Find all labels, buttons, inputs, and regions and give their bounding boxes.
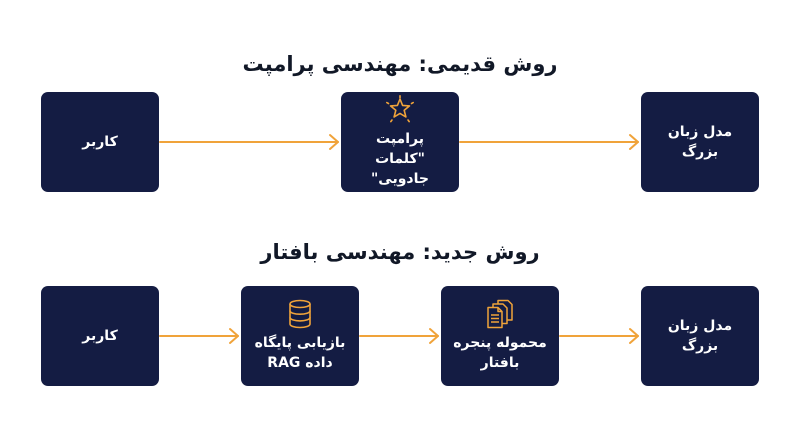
- arrow-context-to-llm: [559, 328, 639, 344]
- rag-node: بازیابی پایگاه داده RAG: [241, 286, 359, 386]
- new-approach-title: روش جدید: مهندسی بافتار: [260, 240, 540, 264]
- new-llm-label: مدل زبان بزرگ: [667, 318, 733, 354]
- old-llm-label: مدل زبان بزرگ: [667, 124, 733, 160]
- new-user-label: کاربر: [82, 328, 118, 344]
- arrow-prompt-to-llm: [459, 134, 639, 150]
- arrow-user-to-rag: [159, 328, 239, 344]
- star-burst-icon: [385, 95, 415, 123]
- arrow-user-to-prompt: [159, 134, 339, 150]
- rag-label: بازیابی پایگاه داده RAG: [254, 335, 346, 371]
- documents-icon: [487, 299, 513, 329]
- prompt-node: پرامپت "کلمات جادویی": [341, 92, 459, 192]
- context-node: محموله پنجره بافتار: [441, 286, 559, 386]
- new-user-node: کاربر: [41, 286, 159, 386]
- old-llm-node: مدل زبان بزرگ: [641, 92, 759, 192]
- context-label: محموله پنجره بافتار: [453, 335, 547, 371]
- prompt-label: پرامپت "کلمات جادویی": [371, 131, 429, 187]
- database-icon: [289, 299, 311, 329]
- old-user-node: کاربر: [41, 92, 159, 192]
- arrow-rag-to-context: [359, 328, 439, 344]
- old-user-label: کاربر: [82, 134, 118, 150]
- new-llm-node: مدل زبان بزرگ: [641, 286, 759, 386]
- old-approach-title: روش قدیمی: مهندسی پرامپت: [242, 52, 558, 76]
